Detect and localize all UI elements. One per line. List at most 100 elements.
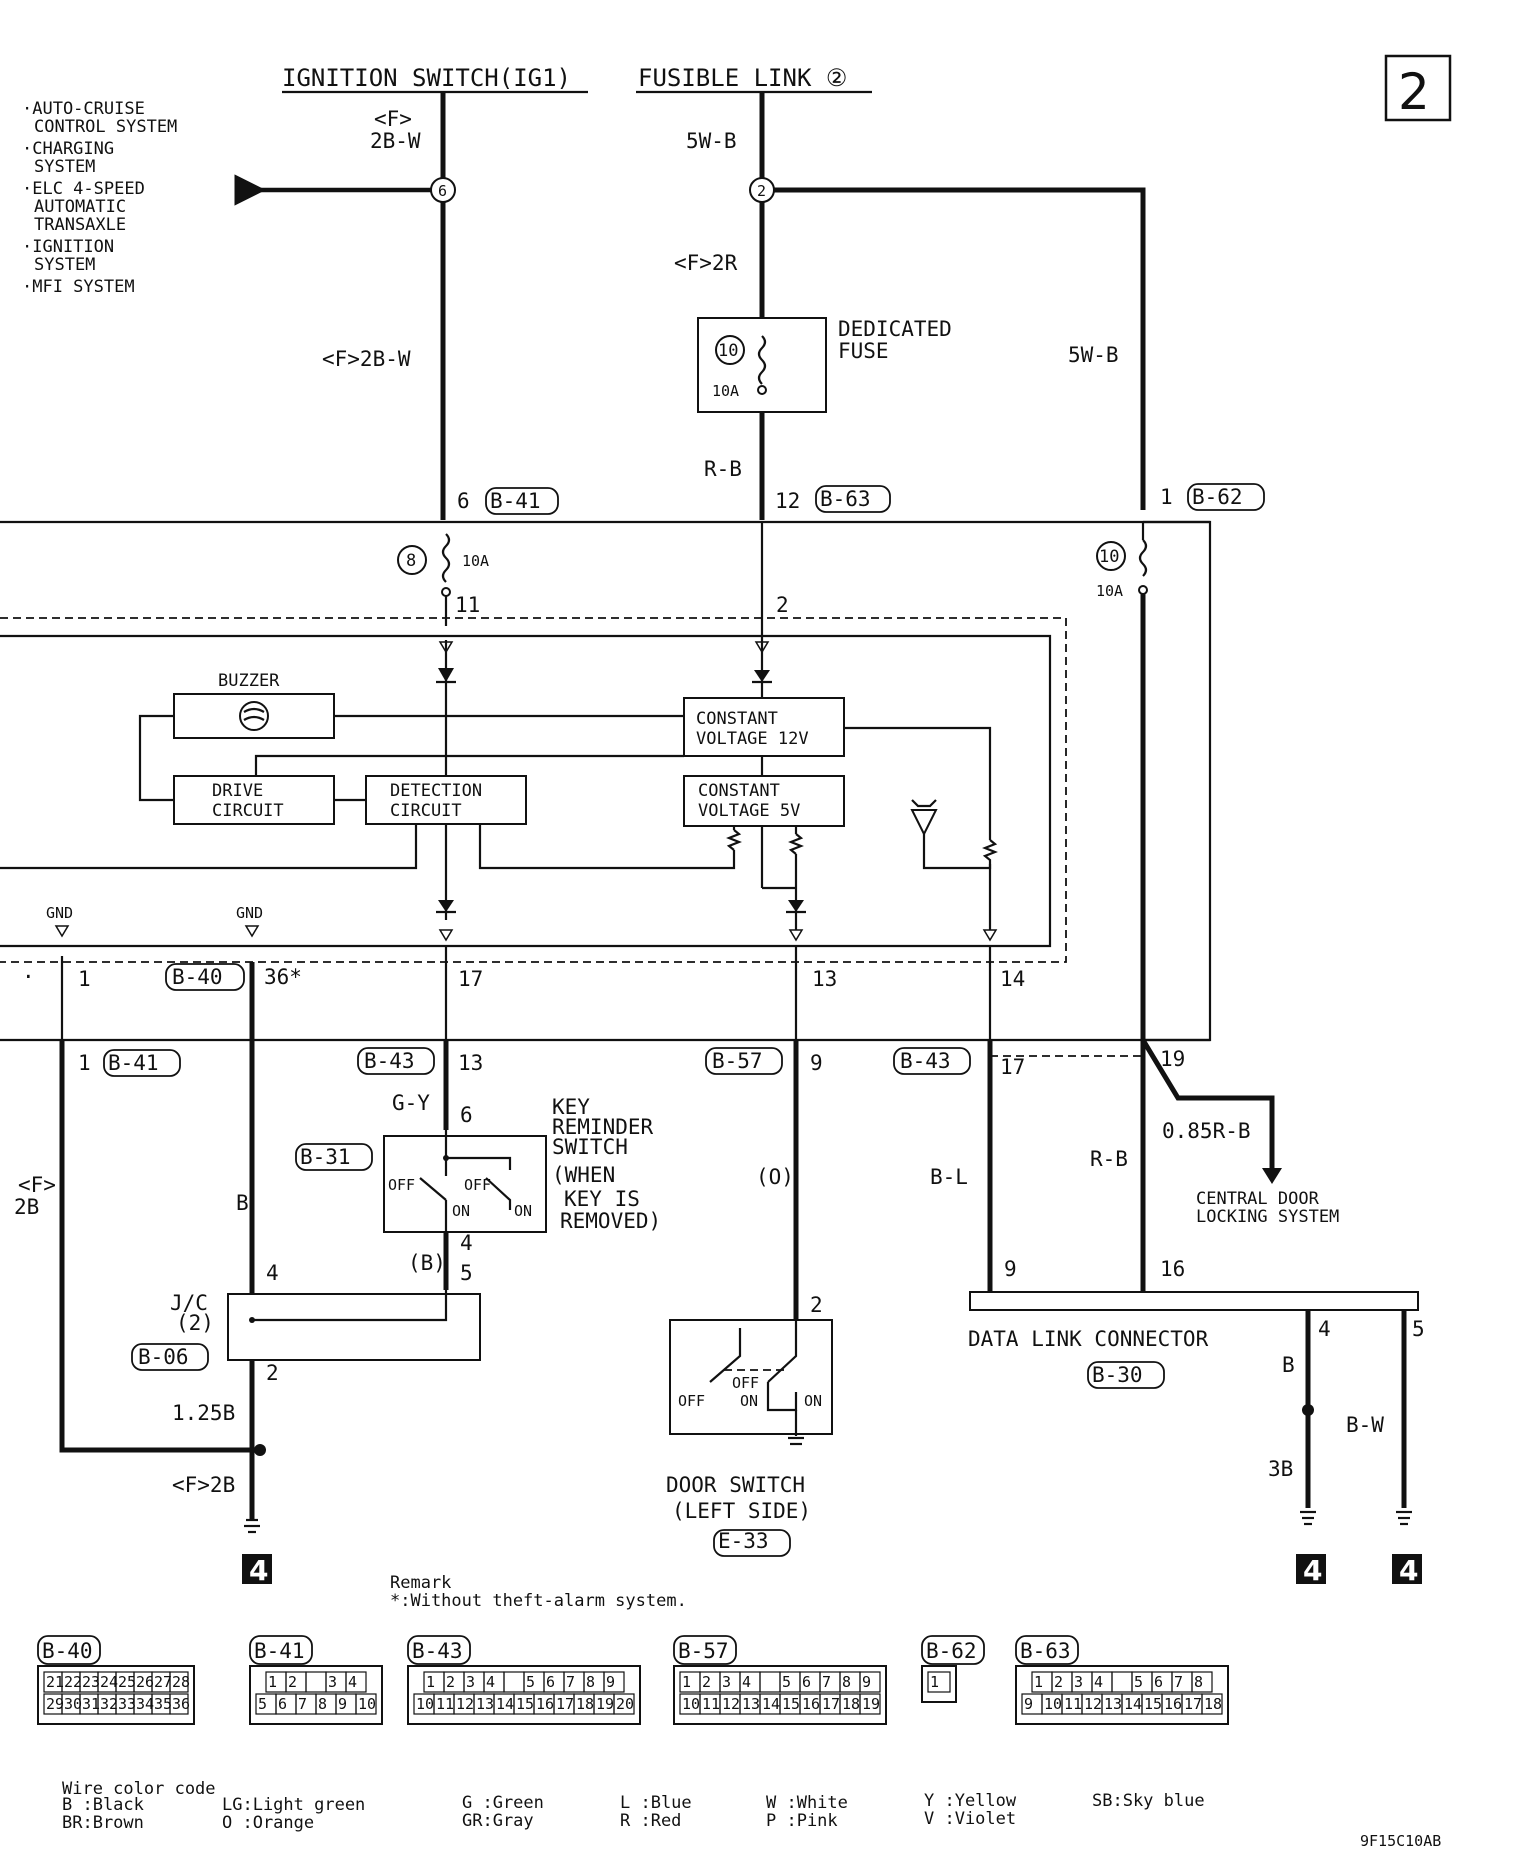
svg-text:O :Orange: O :Orange (222, 1813, 314, 1833)
svg-text:B-57: B-57 (712, 1049, 763, 1073)
connector-pin: 2 (288, 1673, 297, 1691)
svg-text:<F>: <F> (374, 107, 412, 131)
connector-pin: 6 (1154, 1673, 1163, 1691)
connector-pin: 33 (118, 1695, 136, 1713)
svg-text:1: 1 (78, 967, 91, 991)
svg-text:BR:Brown: BR:Brown (62, 1813, 144, 1833)
connector-pin: 4 (348, 1673, 357, 1691)
connector-pin: 1 (268, 1673, 277, 1691)
connector-pin: 36 (172, 1695, 190, 1713)
connector-pin: 22 (64, 1673, 82, 1691)
svg-text:OFF: OFF (464, 1176, 491, 1194)
connector-pin: 30 (64, 1695, 82, 1713)
connector-pin: 32 (100, 1695, 118, 1713)
wire-color-code: Wire color code B :Black BR:Brown LG:Lig… (62, 1779, 1205, 1833)
connector-pin: 7 (1174, 1673, 1183, 1691)
connector-pin: 9 (862, 1673, 871, 1691)
connector-label: B-41 (254, 1639, 305, 1663)
connector-pin: 9 (1024, 1695, 1033, 1713)
svg-text:DEDICATED: DEDICATED (838, 317, 952, 341)
svg-text:GND: GND (46, 904, 73, 922)
svg-text:5: 5 (460, 1261, 473, 1285)
svg-text:10: 10 (1099, 547, 1119, 567)
connector-b62: B-621 (921, 1635, 985, 1703)
constant-voltage-5v (683, 775, 845, 827)
connector-pin: 27 (154, 1673, 172, 1691)
svg-text:6: 6 (457, 489, 470, 513)
svg-text:DOOR SWITCH: DOOR SWITCH (666, 1473, 805, 1497)
connector-pin: 4 (486, 1673, 495, 1691)
svg-text:4: 4 (1303, 1554, 1322, 1587)
connector-pin: 7 (822, 1673, 831, 1691)
connector-pin: 16 (802, 1695, 820, 1713)
connector-pin: 7 (566, 1673, 575, 1691)
connector-pin: 14 (762, 1695, 780, 1713)
svg-text:(B): (B) (408, 1251, 446, 1275)
svg-text:6: 6 (438, 182, 447, 200)
connector-pin: 8 (586, 1673, 595, 1691)
key-reminder-switch (383, 1135, 547, 1233)
svg-text:B-06: B-06 (138, 1345, 189, 1369)
svg-text:16: 16 (1160, 1257, 1185, 1281)
svg-text:19: 19 (1160, 1047, 1185, 1071)
svg-text:2: 2 (776, 593, 789, 617)
svg-text:R-B: R-B (1090, 1147, 1128, 1171)
svg-text:10: 10 (718, 341, 738, 361)
svg-text:GR:Gray: GR:Gray (462, 1811, 534, 1831)
connector-pin: 17 (822, 1695, 840, 1713)
svg-text:G-Y: G-Y (392, 1091, 430, 1115)
connector-pin: 20 (616, 1695, 634, 1713)
connector-pin: 28 (172, 1673, 190, 1691)
svg-text:2: 2 (810, 1293, 823, 1317)
connector-pin: 4 (742, 1673, 751, 1691)
connector-label: B-43 (412, 1639, 463, 1663)
connector-label: B-63 (1020, 1639, 1071, 1663)
fusible-link-label: FUSIBLE LINK ② (638, 64, 847, 92)
connector-pin: 5 (1134, 1673, 1143, 1691)
svg-text:R :Red: R :Red (620, 1811, 681, 1831)
svg-text:CENTRAL DOOR: CENTRAL DOOR (1196, 1189, 1320, 1209)
svg-text:W :White: W :White (766, 1793, 848, 1813)
svg-text:REMOVED): REMOVED) (560, 1209, 661, 1233)
svg-text:Wire color code: Wire color code (62, 1779, 216, 1799)
svg-text:B-41: B-41 (490, 489, 541, 513)
svg-text:8: 8 (406, 551, 416, 571)
connector-label: B-40 (42, 1639, 93, 1663)
svg-text:(WHEN: (WHEN (552, 1163, 615, 1187)
svg-text:<F>2B: <F>2B (172, 1473, 235, 1497)
connector-pin: 11 (436, 1695, 454, 1713)
svg-text:SYSTEM: SYSTEM (34, 157, 95, 177)
svg-text:LG:Light green: LG:Light green (222, 1795, 365, 1815)
svg-text:·ELC 4-SPEED: ·ELC 4-SPEED (22, 179, 145, 199)
connector-pin: 18 (1204, 1695, 1222, 1713)
connector-pin: 15 (516, 1695, 534, 1713)
svg-text:5W-B: 5W-B (1068, 343, 1119, 367)
connector-label: B-62 (926, 1639, 977, 1663)
svg-text:4: 4 (1399, 1554, 1418, 1587)
svg-text:AUTOMATIC: AUTOMATIC (34, 197, 126, 217)
connector-pin: 18 (576, 1695, 594, 1713)
svg-text:10A: 10A (712, 382, 739, 400)
svg-text:·MFI SYSTEM: ·MFI SYSTEM (22, 277, 135, 297)
connector-pin: 18 (842, 1695, 860, 1713)
svg-text:4: 4 (1318, 1317, 1331, 1341)
svg-text:TRANSAXLE: TRANSAXLE (34, 215, 126, 235)
connector-pin: 7 (298, 1695, 307, 1713)
svg-text:P :Pink: P :Pink (766, 1811, 838, 1831)
svg-text:GND: GND (236, 904, 263, 922)
connector-pin: 12 (1084, 1695, 1102, 1713)
connector-pin: 6 (802, 1673, 811, 1691)
data-link-connector (969, 1291, 1419, 1311)
connector-pin: 2 (702, 1673, 711, 1691)
svg-text:9: 9 (810, 1051, 823, 1075)
svg-text:SWITCH: SWITCH (552, 1135, 628, 1159)
svg-text:0.85R-B: 0.85R-B (1162, 1119, 1251, 1143)
door-switch (669, 1319, 833, 1435)
connector-pin: 5 (526, 1673, 535, 1691)
connector-pin: 8 (842, 1673, 851, 1691)
ground-ref-4-left (242, 1554, 272, 1584)
svg-text:R-B: R-B (704, 457, 742, 481)
connector-pin: 25 (118, 1673, 136, 1691)
